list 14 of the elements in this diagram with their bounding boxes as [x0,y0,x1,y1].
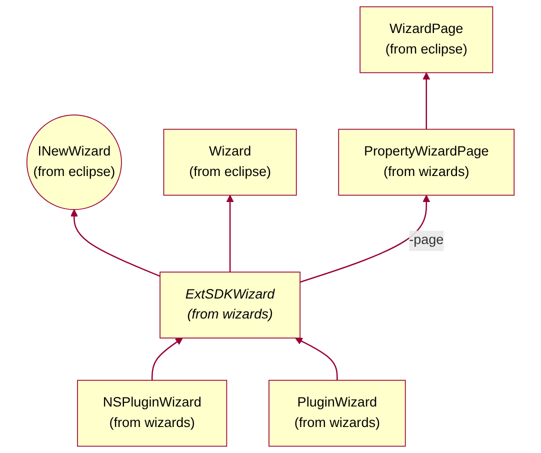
node-box: NSPluginWizard (from wizards) [77,380,228,447]
arrow [294,338,338,380]
node-box: Wizard (from eclipse) [163,128,297,196]
edge-label: -page [409,233,444,248]
node-box: PluginWizard (from wizards) [268,380,406,447]
arrow [422,72,430,130]
arrow [151,338,183,380]
arrow [70,209,160,277]
node-box: WizardPage (from eclipse) [360,6,494,74]
node-circle: INewWizard (from eclipse) [26,114,122,210]
arrow [226,194,234,272]
node-box: PropertyWizardPage (from wizards) [338,128,515,196]
node-box: ExtSDKWizard (from wizards) [160,272,300,338]
arrow [300,194,430,283]
